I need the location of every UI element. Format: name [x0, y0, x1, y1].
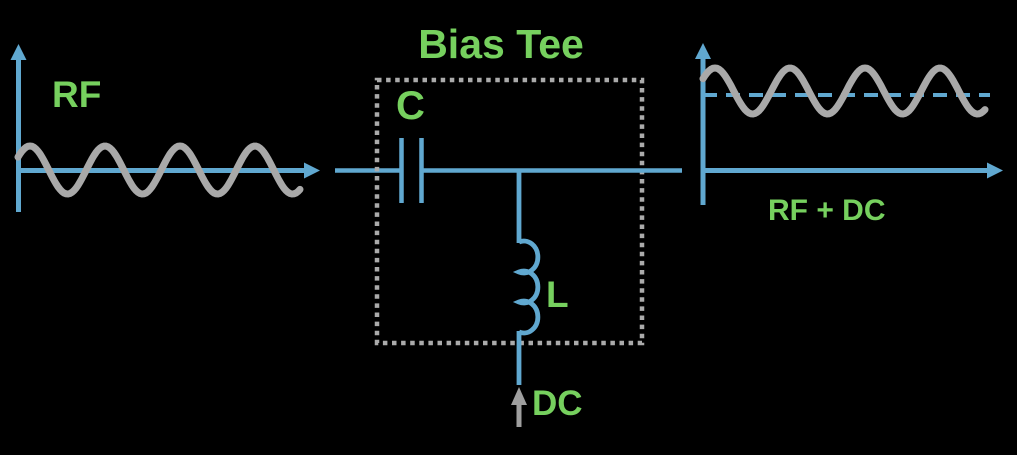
- inductor-label: L: [546, 274, 569, 315]
- output-y-axis-arrowhead-icon: [695, 43, 711, 59]
- output-signal-label: RF + DC: [768, 194, 886, 227]
- capacitor: [399, 138, 424, 203]
- output-axes: [695, 43, 1003, 205]
- input-rf-wave: [14, 142, 304, 198]
- diagram-title: Bias Tee: [418, 21, 584, 67]
- dc-input-arrow: [511, 387, 527, 427]
- input-y-axis-arrowhead-icon: [10, 44, 27, 60]
- output-x-axis-arrowhead-icon: [987, 162, 1003, 179]
- dc-arrow-head-icon: [511, 387, 527, 405]
- input-x-axis-arrowhead-icon: [304, 162, 320, 179]
- input-signal-label: RF: [52, 74, 102, 115]
- inductor: [512, 170, 541, 385]
- capacitor-label: C: [396, 84, 425, 128]
- output-rf-dc-wave: [699, 64, 989, 118]
- dc-input-label: DC: [532, 384, 583, 423]
- inductor-coil: [512, 238, 541, 336]
